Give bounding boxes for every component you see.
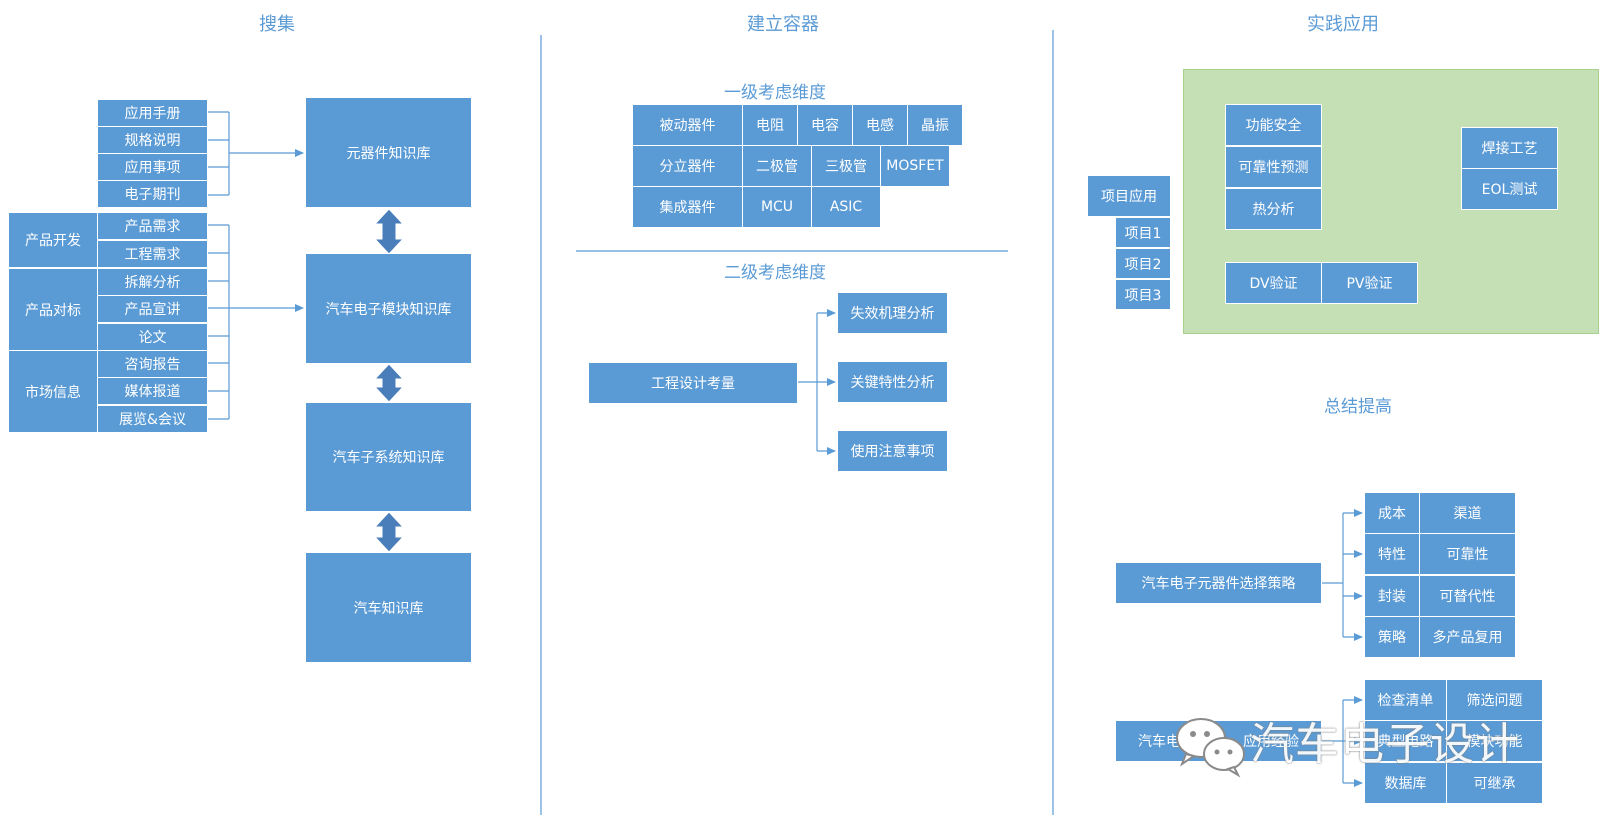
group-item: 媒体报道 (97, 377, 208, 405)
group-item: 拆解分析 (97, 268, 208, 296)
header-practice: 实践应用 (1307, 14, 1379, 35)
experience-root-left: 汽车电 (1138, 734, 1180, 750)
source-box: 应用手册 (97, 99, 208, 127)
experience-cell: 筛选问题 (1446, 679, 1543, 721)
practice-item: 热分析 (1225, 188, 1322, 230)
practice-item: 可靠性预测 (1225, 146, 1322, 188)
group-item: 工程需求 (97, 240, 208, 268)
project-app-box: 项目应用 (1087, 175, 1171, 217)
experience-cell: 模块功能 (1446, 720, 1543, 762)
group-label: 产品开发 (8, 212, 98, 268)
practice-item: PV验证 (1321, 262, 1418, 304)
project-box: 项目2 (1115, 248, 1171, 279)
component-box: 三极管 (811, 145, 881, 187)
experience-cell: 可继承 (1446, 762, 1543, 804)
experience-root-right: 应用经验 (1243, 734, 1299, 750)
level2-root: 工程设计考量 (588, 362, 798, 404)
experience-cell: 检查清单 (1364, 679, 1447, 721)
library-box: 汽车知识库 (305, 552, 472, 663)
experience-cell: 典型电路 (1364, 720, 1447, 762)
group-item: 咨询报告 (97, 350, 208, 378)
practice-item: 焊接工艺 (1461, 127, 1558, 169)
practice-item: EOL测试 (1461, 168, 1558, 210)
library-box: 汽车子系统知识库 (305, 402, 472, 512)
component-box: 电阻 (742, 104, 798, 146)
level2-item: 失效机理分析 (837, 292, 948, 334)
level1-title: 一级考虑维度 (724, 83, 826, 103)
header-collect: 搜集 (259, 14, 295, 35)
header-build: 建立容器 (747, 14, 819, 35)
source-box: 应用事项 (97, 153, 208, 181)
project-box: 项目3 (1115, 279, 1171, 310)
practice-item: DV验证 (1225, 262, 1322, 304)
group-item: 产品需求 (97, 212, 208, 240)
category-box: 被动器件 (632, 104, 743, 146)
level2-title: 二级考虑维度 (724, 263, 826, 283)
wechat-icon (1176, 718, 1245, 778)
component-box: 电感 (852, 104, 908, 146)
strategy-cell: 可替代性 (1419, 575, 1516, 617)
component-box: MOSFET (880, 145, 950, 187)
category-box: 集成器件 (632, 186, 743, 228)
summary-title: 总结提高 (1324, 397, 1392, 417)
level2-item: 使用注意事项 (837, 430, 948, 472)
group-item: 产品宣讲 (97, 295, 208, 323)
group-item: 展览&会议 (97, 405, 208, 433)
project-box: 项目1 (1115, 217, 1171, 248)
strategy-cell: 策略 (1364, 616, 1420, 658)
strategy-root: 汽车电子元器件选择策略 (1115, 562, 1322, 604)
group-label: 市场信息 (8, 350, 98, 433)
component-box: 电容 (797, 104, 853, 146)
group-label: 产品对标 (8, 268, 98, 351)
strategy-cell: 多产品复用 (1419, 616, 1516, 658)
library-box: 元器件知识库 (305, 97, 472, 208)
strategy-cell: 封装 (1364, 575, 1420, 617)
component-box: 二极管 (742, 145, 812, 187)
component-box: MCU (742, 186, 812, 228)
watermark-text: 汽车电子设计 (1250, 719, 1520, 770)
component-box: ASIC (811, 186, 881, 228)
group-item: 论文 (97, 323, 208, 351)
component-box: 晶振 (907, 104, 963, 146)
practice-item: 功能安全 (1225, 104, 1322, 146)
source-box: 电子期刊 (97, 180, 208, 208)
strategy-cell: 特性 (1364, 533, 1420, 575)
level2-item: 关键特性分析 (837, 361, 948, 403)
source-box: 规格说明 (97, 126, 208, 154)
category-box: 分立器件 (632, 145, 743, 187)
strategy-cell: 可靠性 (1419, 533, 1516, 575)
strategy-cell: 成本 (1364, 492, 1420, 534)
library-box: 汽车电子模块知识库 (305, 253, 472, 364)
strategy-cell: 渠道 (1419, 492, 1516, 534)
